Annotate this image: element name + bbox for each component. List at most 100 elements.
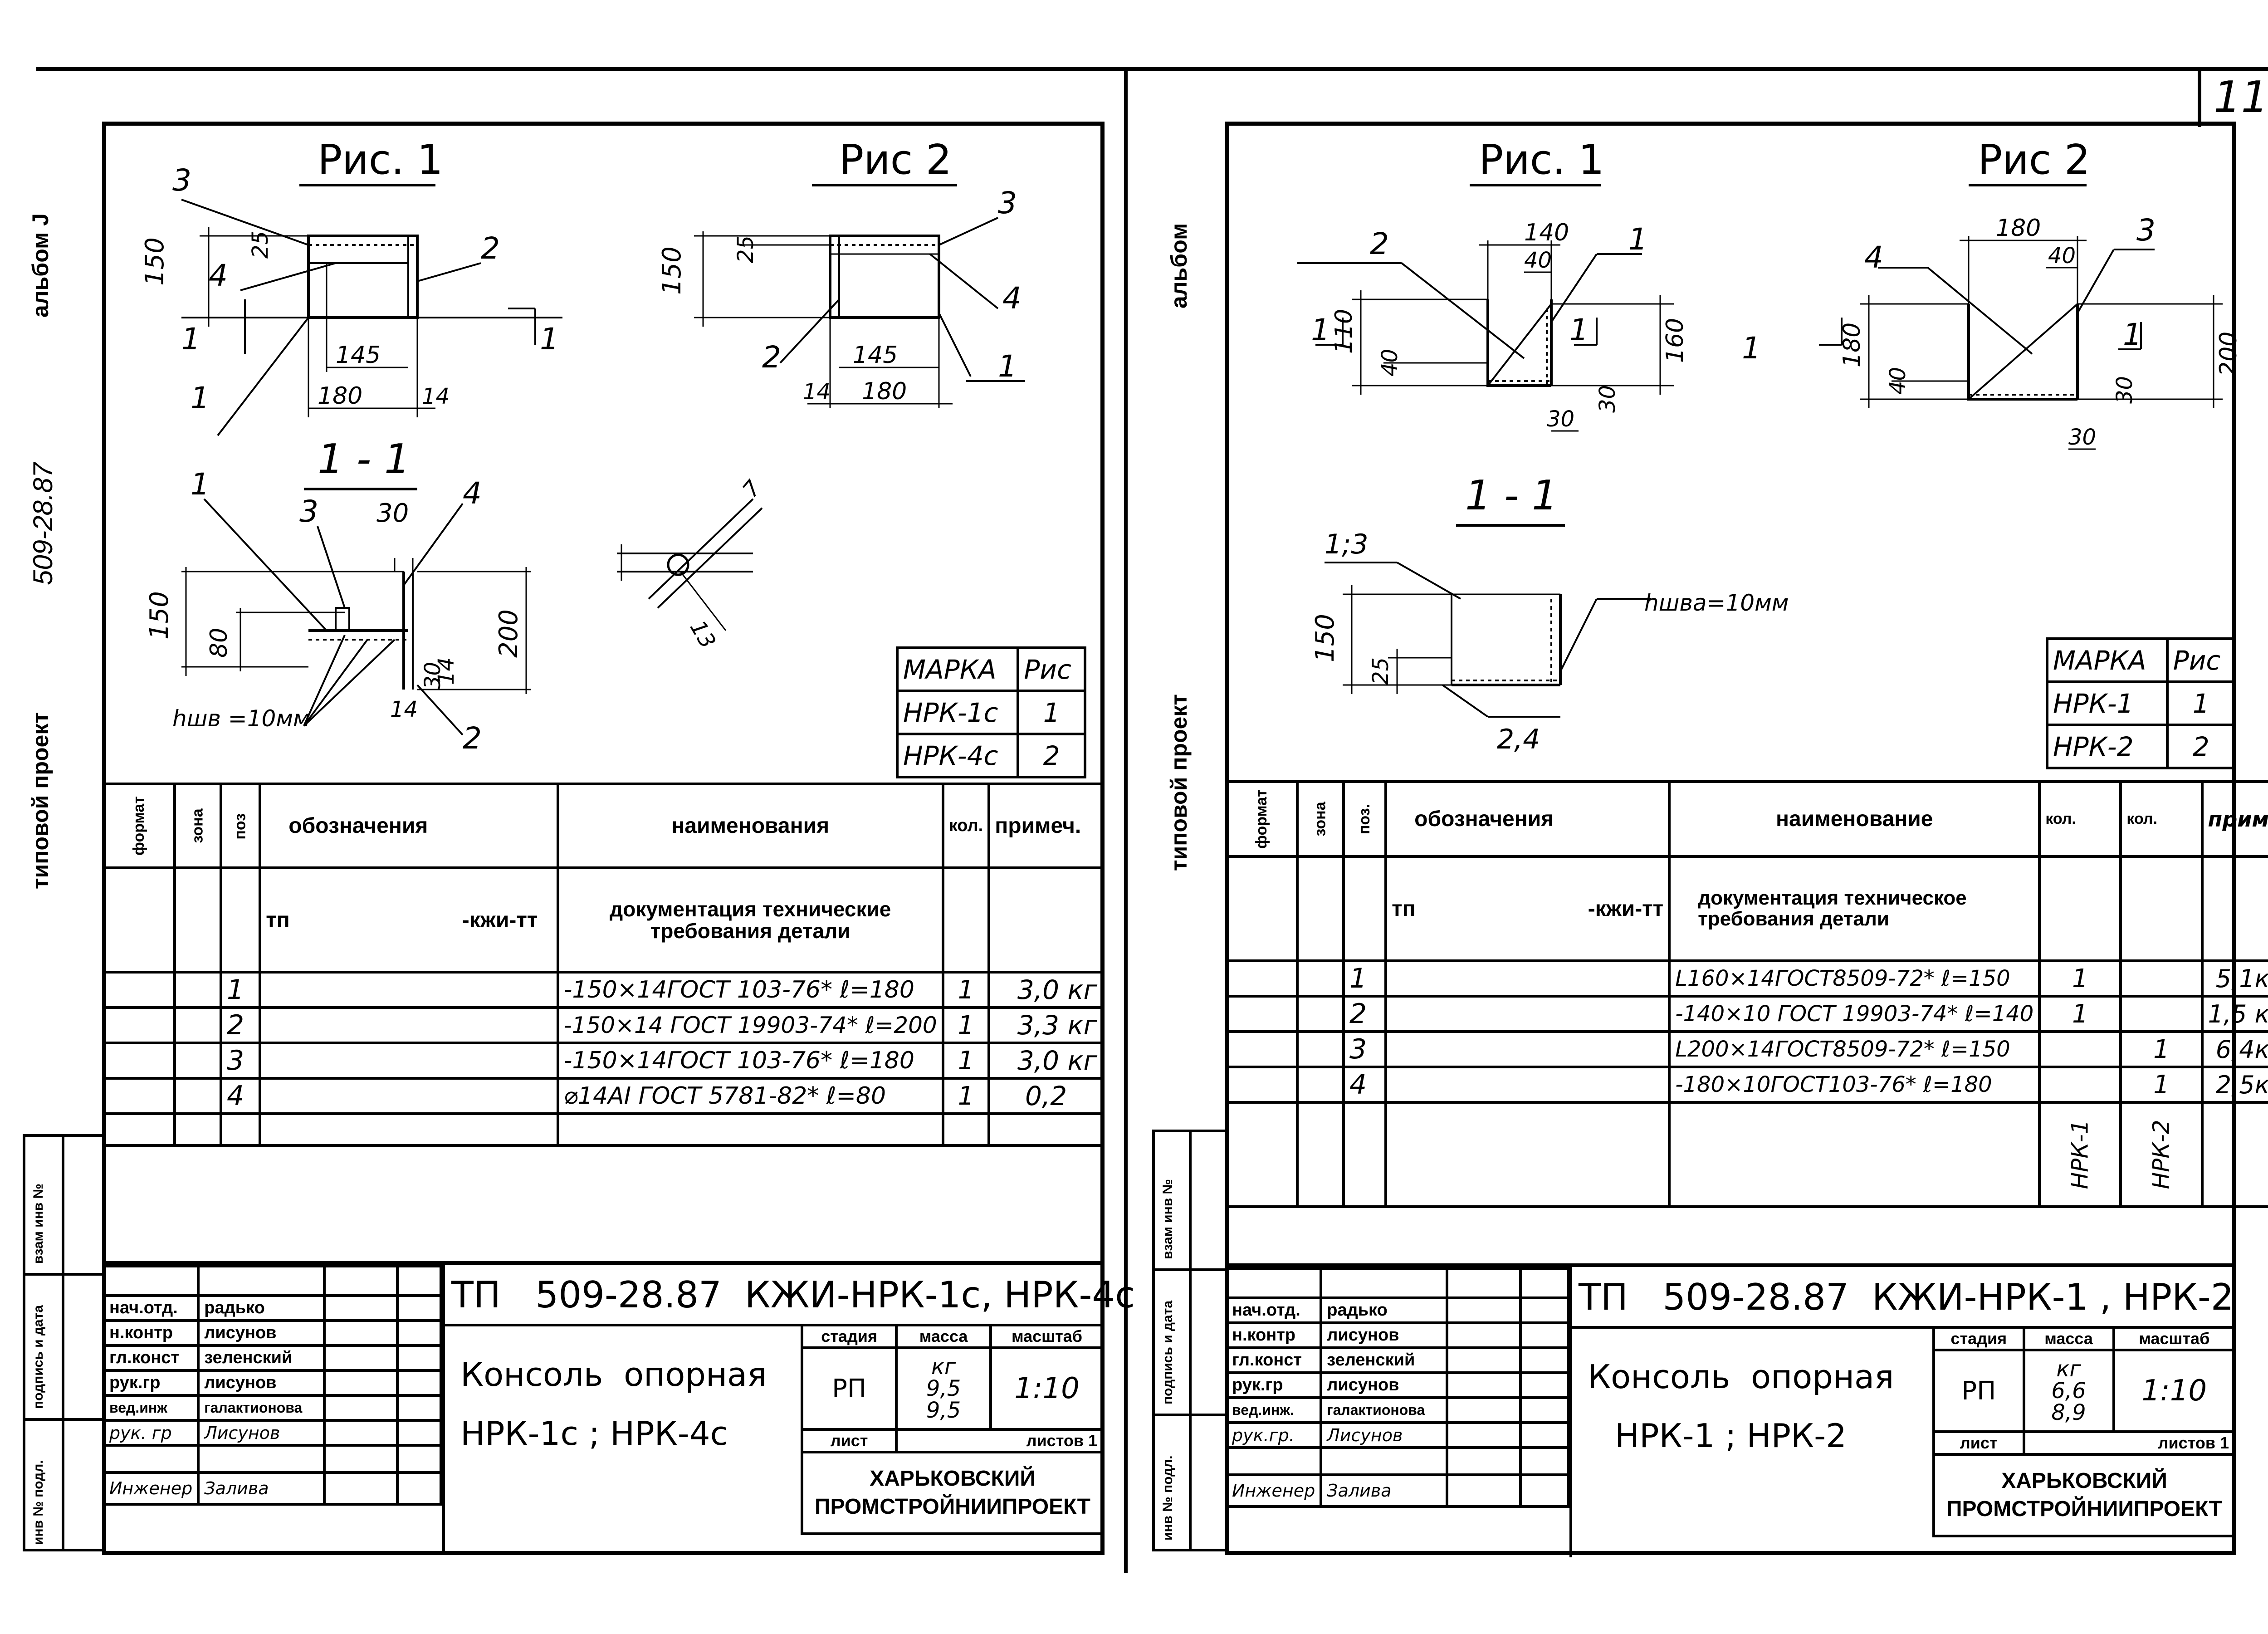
rfig1-dim-160: 160 [1662, 318, 1689, 363]
right-code: ТП 509-28.87 КЖИ-НРК-1 , НРК-2 [1579, 1276, 2234, 1318]
left-org1: ХАРЬКОВСКИЙ [870, 1466, 1036, 1491]
right-staff-table: нач.отд.Радько н.контрЛисунов гл.констЗе… [1224, 1267, 1570, 1508]
spec-h-kol: кол. [941, 783, 991, 869]
rfig1-dim-110: 110 [1330, 309, 1358, 354]
doc-naim: документация технические требования дета… [556, 866, 944, 974]
sec-dim-30b: 30 [420, 662, 445, 690]
left-sign-label: подпись и дата [31, 1305, 46, 1409]
rfig1-pos-2: 2 [1370, 226, 1389, 261]
right-spec-table: формат зона поз. обозначения наименовани… [1225, 780, 2268, 1208]
left-section-label: 1 - 1 [318, 435, 411, 483]
left-fig1-label: Рис. 1 [318, 136, 443, 184]
staff-row: гл.констЗеленский [102, 1344, 442, 1372]
right-section-label: 1 - 1 [1465, 472, 1558, 519]
right-fig2-underline [1969, 184, 2087, 186]
right-name2: НРК-1 ; НРК-2 [1615, 1417, 1847, 1455]
sec-pos-3: 3 [299, 494, 318, 529]
right-project-label: типовой проект [1166, 694, 1192, 871]
sec-dim-30: 30 [376, 499, 409, 528]
spec-kol: 1 [941, 1006, 991, 1044]
rfig2-dim-40b: 40 [1885, 367, 1911, 395]
spec-prim: 3,0 кг [987, 971, 1105, 1009]
spec-pos: 3 [219, 1042, 262, 1080]
staff-row: вед.инж.Галактионова [1224, 1396, 1570, 1424]
marks-row-fig: 2 [1017, 733, 1086, 778]
right-fig1-label: Рис. 1 [1479, 136, 1604, 184]
marks-row-mark: НРК-4с [895, 733, 1020, 778]
fig2-pos-3: 3 [998, 186, 1017, 220]
right-fig1-drawing: 140 40 110 160 40 30 30 2 1 1 1 [1297, 219, 1689, 432]
rfig1-dim-40b: 40 [1377, 349, 1403, 377]
spec-h-zone: зона [189, 808, 206, 843]
rfig2-cut-right: 1 [2123, 317, 2142, 352]
spec-h-oboz: обозначения [259, 783, 559, 869]
spec-kol: 1 [941, 971, 991, 1009]
left-fig1-drawing: 150 25 145 180 14 3 4 2 1 1 1 [140, 163, 562, 436]
right-org1: ХАРЬКОВСКИЙ [2001, 1468, 2167, 1493]
spec-h-pos: поз [231, 813, 249, 840]
spec-h-format: формат [130, 796, 147, 856]
staff-row: н.контрЛисунов [1224, 1321, 1570, 1349]
fig1-dim-25: 25 [248, 231, 273, 259]
rsec-pos-24: 2,4 [1497, 724, 1540, 755]
rfig2-dim-180: 180 [1996, 215, 2041, 242]
spec-naim: -150×14 ГОСТ 19903-74* ℓ=200 [556, 1006, 944, 1044]
fig1-dim-14: 14 [422, 384, 450, 409]
fig1-pos-2: 2 [481, 231, 500, 266]
staff-row: нач.отд.Радько [1224, 1296, 1570, 1324]
spec-pos: 4 [219, 1077, 262, 1115]
fig2-dim-180: 180 [862, 378, 907, 405]
right-sign-label: подпись и дата [1160, 1301, 1175, 1404]
left-section-drawing: 1 3 30 4 150 80 200 14 30 14 2 [145, 467, 531, 756]
left-name1: Консоль опорная [460, 1355, 767, 1394]
right-section-drawing: 1;3 150 25 2,4 [1310, 528, 1651, 755]
left-code: ТП 509-28.87 КЖИ-НРК-1с, НРК-4с [451, 1274, 1135, 1316]
left-project-label: типовой проект [28, 712, 53, 889]
rfig2-dim-180v: 180 [1838, 323, 1866, 367]
top-rule [36, 67, 2268, 71]
rfig1-dim-30: 30 [1595, 385, 1620, 413]
left-staff-table: нач.отд.Радько н.контрЛисунов гл.констЗе… [102, 1265, 442, 1506]
spec-pos: 1 [219, 971, 262, 1009]
spec-prim: 0,2 [987, 1077, 1105, 1115]
sec-dim-14: 14 [434, 657, 459, 685]
marks-header-fig: Рис [1017, 646, 1086, 692]
col-mark-nrk1: НРК-1 [2067, 1120, 2093, 1189]
fig1-cut-mark-left: 1 [181, 322, 200, 357]
rfig2-pos-4: 4 [1864, 240, 1883, 275]
rfig2-pos-3: 3 [2136, 213, 2156, 248]
rfig2-dim-200: 200 [2215, 332, 2242, 377]
right-org2: ПРОМСТРОЙНИИПРОЕКТ [1946, 1497, 2222, 1521]
sec-pos-2: 2 [463, 721, 482, 756]
left-fig2-label: Рис 2 [839, 136, 952, 184]
spec-kol: 1 [941, 1077, 991, 1115]
right-album-label: альбом [1166, 223, 1192, 308]
doc-tp: ТП [266, 908, 290, 932]
spec-prim: 3,0 кг [987, 1042, 1105, 1080]
fig1-pos-4: 4 [209, 258, 228, 293]
left-fig1-underline [299, 184, 435, 186]
sec-dim-14b: 14 [390, 697, 418, 722]
left-code-label: 509-28.87 [28, 462, 58, 585]
spec-h-prim: примеч. [987, 783, 1105, 869]
left-fig2-underline [812, 184, 957, 186]
staff-row: вед.инжГалактионова [102, 1394, 442, 1422]
staff-row [102, 1444, 442, 1474]
left-fig2-drawing: 150 25 145 180 14 3 4 2 1 [657, 186, 1025, 408]
right-inv-label: инв № подл. [1160, 1455, 1175, 1541]
rfig1-dim-40: 40 [1524, 248, 1552, 273]
spec-prim: 3,3 кг [987, 1006, 1105, 1044]
spec-pos: 2 [219, 1006, 262, 1044]
right-weld-note: hшва=10мм [1644, 590, 1789, 616]
right-side-stamp: взам инв № подпись и дата инв № подл. [1152, 1130, 1225, 1551]
